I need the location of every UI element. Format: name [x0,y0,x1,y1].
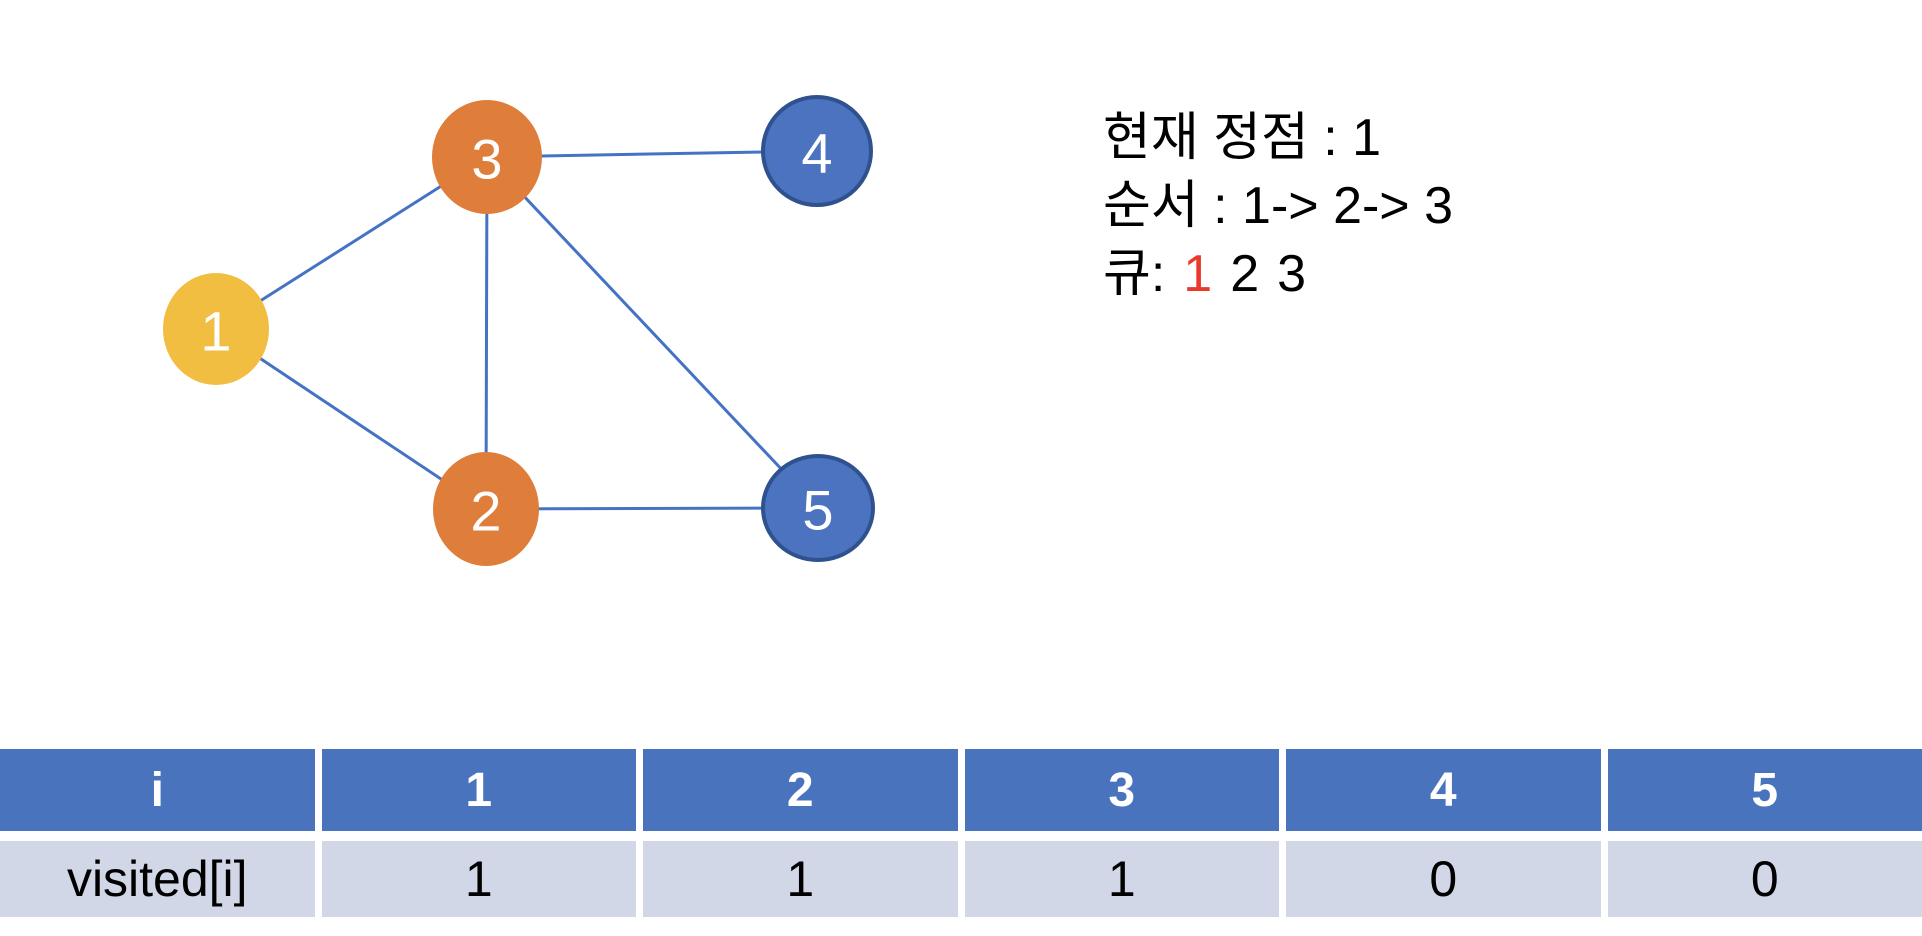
value-cell-2: 1 [643,841,958,917]
header-cell-2: 2 [643,749,958,831]
header-cell-i: i [0,749,315,831]
queue-item-front: 1 [1183,245,1213,303]
queue-item: 3 [1277,245,1307,303]
node-1-label: 1 [200,300,231,363]
visited-table-value-row: visited[i] 1 1 1 0 0 [0,841,1922,917]
header-cell-3: 3 [964,749,1279,831]
header-cell-5: 5 [1607,749,1922,831]
node-5-label: 5 [802,479,833,542]
graph-node-5: 5 [761,454,875,562]
node-4-label: 4 [801,122,832,185]
value-cell-3: 1 [964,841,1279,917]
bfs-graph: 1 2 3 4 5 [163,95,875,566]
node-3-circle [432,100,542,214]
graph-node-4: 4 [761,95,873,207]
node-3-label: 3 [471,128,502,191]
node-2-circle [433,452,539,566]
graph-node-1: 1 [163,273,269,385]
current-vertex-line: 현재 정점 : 1 [1103,109,1382,167]
visited-table: i 1 2 3 4 5 visited[i] 1 1 1 0 0 [0,749,1922,917]
header-cell-1: 1 [321,749,636,831]
value-cell-4: 0 [1286,841,1601,917]
header-cell-4: 4 [1286,749,1601,831]
graph-node-2: 2 [433,452,539,566]
queue-item: 2 [1230,245,1260,303]
value-cell-label: visited[i] [0,841,315,917]
node-2-label: 2 [470,480,501,543]
edge-3-5 [485,155,820,510]
visited-table-header-row: i 1 2 3 4 5 [0,749,1922,831]
graph-node-3: 3 [432,100,542,214]
node-1-circle [163,273,269,385]
value-cell-1: 1 [321,841,636,917]
queue-label: 큐: [1103,245,1166,303]
edge-3-2 [484,156,489,510]
value-cell-5: 0 [1607,841,1922,917]
order-line: 순서 : 1-> 2-> 3 [1103,177,1454,235]
node-4-circle [761,95,873,207]
node-5-circle [761,454,875,562]
